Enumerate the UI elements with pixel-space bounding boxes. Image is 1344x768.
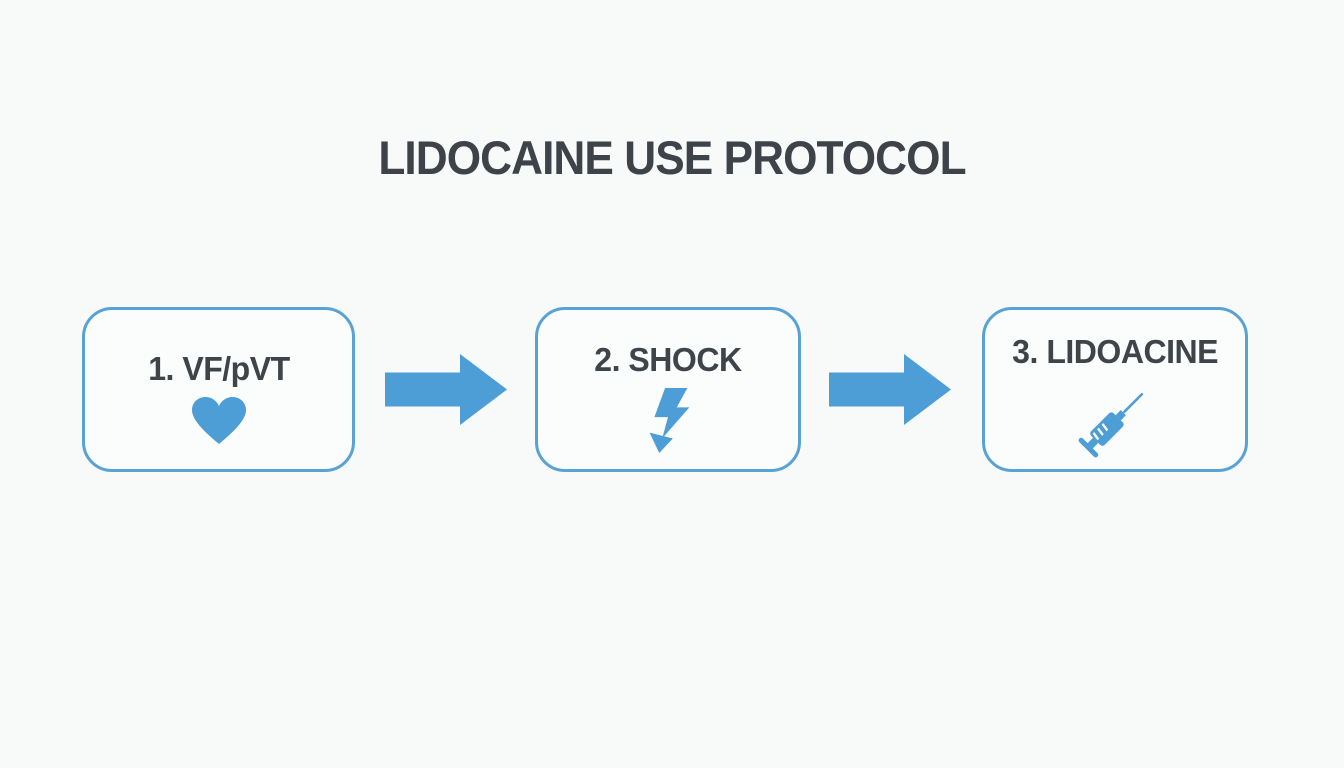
heart-icon — [191, 397, 247, 445]
lightning-bolt-icon — [645, 388, 691, 454]
step-label: 2. SHOCK — [594, 341, 742, 378]
arrow-right-icon — [829, 353, 952, 426]
flow-step-shock: 2. SHOCK — [535, 307, 801, 472]
step-label: 3. LIDOACINE — [1012, 333, 1218, 370]
syringe-icon — [1071, 380, 1159, 462]
page-title: LIDOCAINE USE PROTOCOL — [378, 131, 966, 184]
step-label: 1. VF/pVT — [147, 350, 290, 387]
arrow-right-icon — [385, 353, 508, 426]
flow-step-lidocaine: 3. LIDOACINE — [982, 307, 1248, 472]
flow-step-vf-pvt: 1. VF/pVT — [82, 307, 355, 472]
